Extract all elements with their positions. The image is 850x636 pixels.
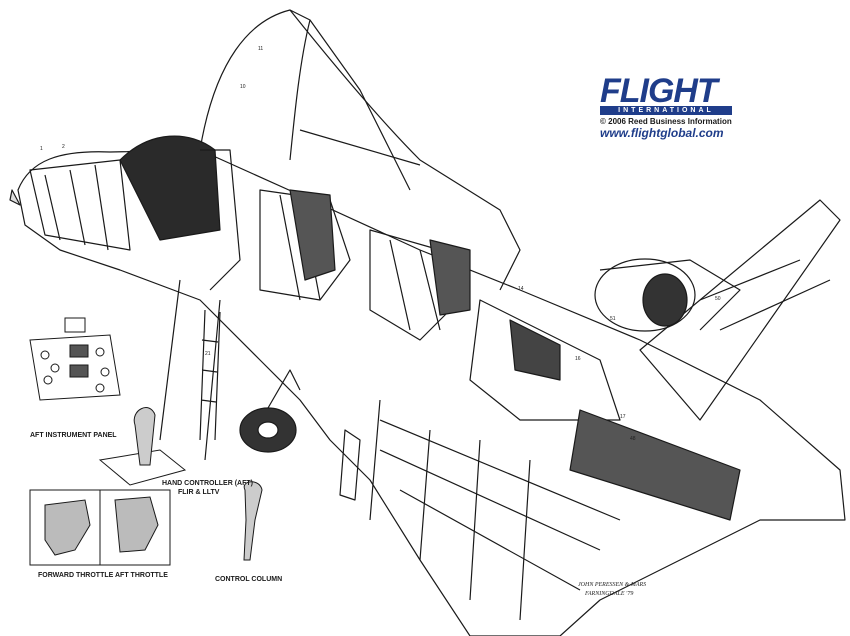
boarding-ladder [199,309,221,441]
artist-signature-line2: FARNINGDALE '79 [585,591,634,597]
flight-international-logo: FLIGHT INTERNATIONAL © 2006 Reed Busines… [600,72,740,140]
logo-band: INTERNATIONAL [600,106,732,115]
forward-seat [289,189,336,281]
logo-wordmark: FLIGHT [600,72,718,110]
callout-1: 1 [40,146,43,152]
callout-16: 16 [575,356,581,362]
control-column [243,481,263,561]
caption-forward-throttle: FORWARD THROTTLE [38,572,114,579]
throttle-insets [29,489,171,566]
callout-14: 14 [518,286,524,292]
callout-48: 48 [630,436,636,442]
callout-2: 2 [62,144,65,150]
callout-21: 21 [205,351,211,357]
wing [639,199,841,421]
callout-17: 17 [620,414,626,420]
hand-controller [98,407,187,486]
aft-instrument-panel [29,317,121,401]
callout-10: 10 [240,84,246,90]
caption-aft-instrument-panel: AFT INSTRUMENT PANEL [30,432,117,439]
caption-flir-lltv: FLIR & LLTV [178,489,220,496]
callout-11: 11 [258,46,263,52]
aft-seat [429,239,471,316]
fuselage-outline [17,149,846,636]
cockpit-tub [119,135,221,241]
callout-51: 51 [610,316,616,322]
engine-intake [594,258,696,332]
caption-aft-throttle: AFT THROTTLE [115,572,168,579]
caption-hand-controller: HAND CONTROLLER (AFT) [162,480,253,487]
website-url: www.flightglobal.com [600,126,724,140]
canopy-frame [199,9,311,161]
artist-signature-line1: JOHN PERESSEN & MARS [578,582,647,588]
copyright-text: © 2006 Reed Business Information [600,117,732,126]
callout-50: 50 [715,296,721,302]
caption-control-column: CONTROL COLUMN [215,576,283,583]
